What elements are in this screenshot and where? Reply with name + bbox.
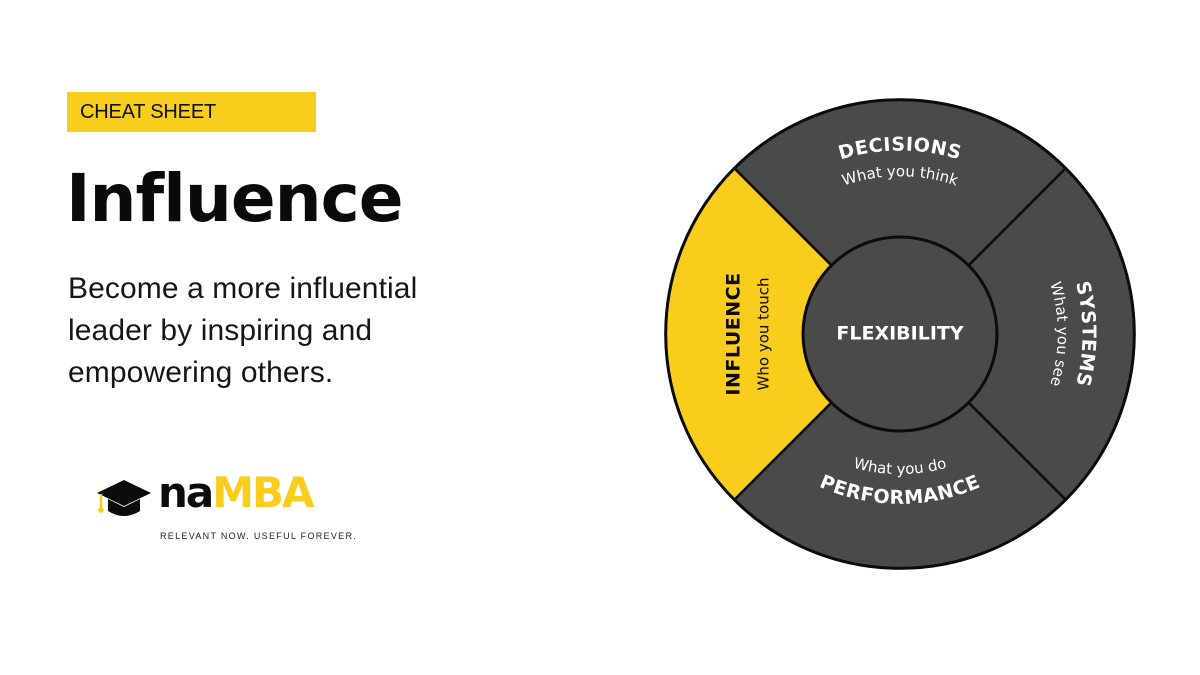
page-title: Influence — [66, 160, 404, 237]
center-circle — [801, 235, 999, 433]
cheat-sheet-badge: CHEAT SHEET — [67, 92, 316, 132]
outer-ring — [664, 98, 1136, 570]
page-description: Become a more influential leader by insp… — [68, 272, 418, 389]
logo-mba: MBA — [212, 468, 314, 517]
logo-tagline: RELEVANT NOW. USEFUL FOREVER. — [160, 531, 358, 541]
influence-title: INFLUENCE — [723, 272, 745, 395]
influence-subtitle: Who you touch — [755, 278, 773, 391]
logo-wordmark: naMBA — [158, 468, 315, 518]
logo-na: na — [158, 468, 214, 517]
namba-logo: naMBA RELEVANT NOW. USEFUL FOREVER. — [96, 468, 358, 546]
leadership-wheel: FLEXIBILITY DECISIONS What you think SYS… — [664, 98, 1136, 570]
center-label: FLEXIBILITY — [836, 323, 963, 345]
graduation-cap-icon — [97, 480, 151, 516]
